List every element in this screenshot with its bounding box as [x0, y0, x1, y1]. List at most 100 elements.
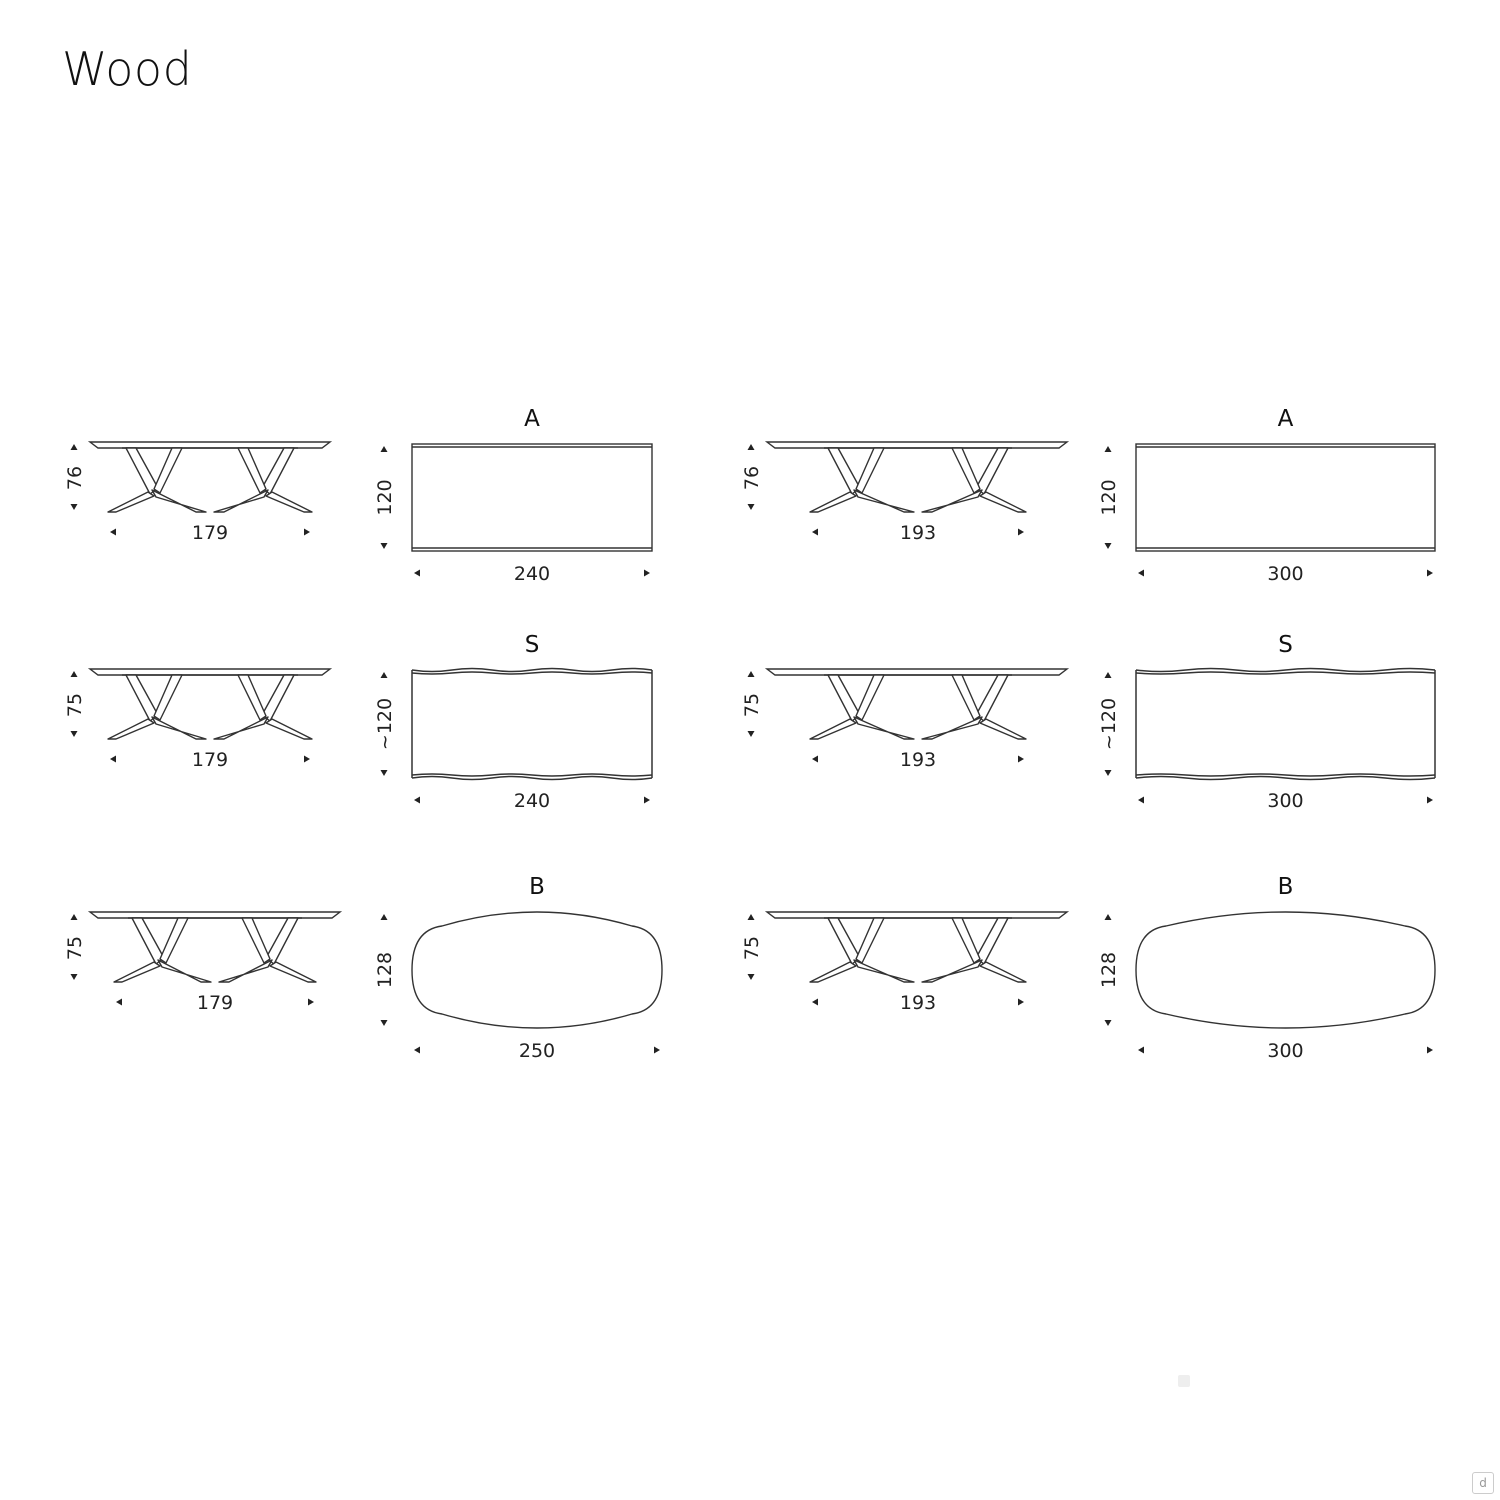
- table-outline: [1135, 911, 1436, 1029]
- arrow-down-icon: [70, 974, 78, 980]
- shape-label: S: [1278, 632, 1293, 658]
- arrow-left-icon: [414, 569, 420, 577]
- leg-span-dimension: 179: [192, 749, 228, 771]
- arrow-right-icon: [308, 998, 314, 1006]
- arrow-left-icon: [1138, 796, 1144, 804]
- table-outline-top: [1135, 667, 1436, 673]
- arrow-down-icon: [1104, 543, 1112, 549]
- height-dimension: 75: [64, 693, 86, 717]
- shape-label: S: [525, 632, 540, 658]
- arrow-left-icon: [116, 998, 122, 1006]
- arrow-right-icon: [1427, 569, 1433, 577]
- depth-dimension: 120: [1098, 479, 1120, 515]
- arrow-right-icon: [1018, 998, 1024, 1006]
- table-leg: [979, 491, 1027, 513]
- table-leg: [213, 489, 269, 513]
- table-leg: [151, 716, 207, 740]
- depth-dimension: 120: [374, 479, 396, 515]
- arrow-up-icon: [70, 444, 78, 450]
- table-leg: [975, 917, 1009, 965]
- leg-span-dimension: 193: [900, 522, 936, 544]
- arrow-left-icon: [414, 796, 420, 804]
- table-top-edge: [764, 911, 1070, 919]
- height-dimension: 75: [741, 693, 763, 717]
- arrow-right-icon: [1427, 796, 1433, 804]
- table-leg: [979, 961, 1027, 983]
- table-leg: [265, 917, 299, 965]
- leg-span-dimension: 193: [900, 992, 936, 1014]
- arrow-down-icon: [1104, 770, 1112, 776]
- table-leg: [151, 489, 207, 513]
- depth-dimension: 128: [1098, 952, 1120, 988]
- arrow-right-icon: [1018, 755, 1024, 763]
- table-leg: [853, 959, 915, 983]
- arrow-right-icon: [1427, 1046, 1433, 1054]
- table-leg: [855, 917, 885, 964]
- shape-label: B: [529, 874, 545, 900]
- height-dimension: 76: [64, 466, 86, 490]
- table-leg: [921, 489, 983, 513]
- table-top-edge: [87, 441, 333, 449]
- table-leg: [809, 961, 857, 983]
- arrow-up-icon: [1104, 672, 1112, 678]
- table-leg: [853, 716, 915, 740]
- table-leg: [113, 961, 161, 983]
- table-outline-top-inner: [411, 671, 653, 675]
- arrow-right-icon: [644, 569, 650, 577]
- table-leg: [921, 959, 983, 983]
- table-outline-top: [411, 667, 653, 673]
- arrow-left-icon: [414, 1046, 420, 1054]
- height-dimension: 76: [741, 466, 763, 490]
- arrow-down-icon: [70, 504, 78, 510]
- table-outline-bottom-inner: [1135, 773, 1436, 777]
- table-leg: [261, 447, 295, 495]
- table-leg: [265, 491, 313, 513]
- arrow-down-icon: [380, 1020, 388, 1026]
- table-leg: [157, 959, 212, 983]
- arrow-right-icon: [654, 1046, 660, 1054]
- table-leg: [241, 917, 271, 964]
- table-outline-bottom-inner: [411, 773, 653, 777]
- table-leg: [855, 674, 885, 721]
- arrow-up-icon: [70, 671, 78, 677]
- page-title: Wood: [62, 42, 193, 96]
- arrow-down-icon: [747, 974, 755, 980]
- table-leg: [218, 959, 273, 983]
- table-outline: [411, 443, 653, 552]
- arrow-left-icon: [1138, 569, 1144, 577]
- table-leg: [827, 917, 861, 965]
- table-leg: [153, 674, 183, 721]
- table-leg: [265, 718, 313, 740]
- arrow-up-icon: [380, 672, 388, 678]
- leg-span-dimension: 179: [197, 992, 233, 1014]
- arrow-left-icon: [110, 528, 116, 536]
- table-leg: [979, 718, 1027, 740]
- depth-dimension: ~120: [374, 698, 396, 750]
- table-leg: [131, 917, 165, 965]
- length-dimension: 240: [514, 790, 550, 812]
- depth-dimension: ~120: [1098, 698, 1120, 750]
- arrow-down-icon: [70, 731, 78, 737]
- arrow-down-icon: [380, 543, 388, 549]
- table-leg: [125, 674, 159, 722]
- table-leg: [975, 674, 1009, 722]
- arrow-right-icon: [304, 755, 310, 763]
- arrow-down-icon: [1104, 1020, 1112, 1026]
- arrow-up-icon: [1104, 446, 1112, 452]
- table-leg: [975, 447, 1009, 495]
- table-top-edge: [764, 441, 1070, 449]
- table-top-edge: [764, 668, 1070, 676]
- arrow-up-icon: [380, 446, 388, 452]
- table-leg: [827, 447, 861, 495]
- side-elevation: 75 179: [64, 668, 333, 771]
- table-outline: [1135, 443, 1436, 552]
- length-dimension: 300: [1267, 1040, 1303, 1062]
- arrow-up-icon: [70, 914, 78, 920]
